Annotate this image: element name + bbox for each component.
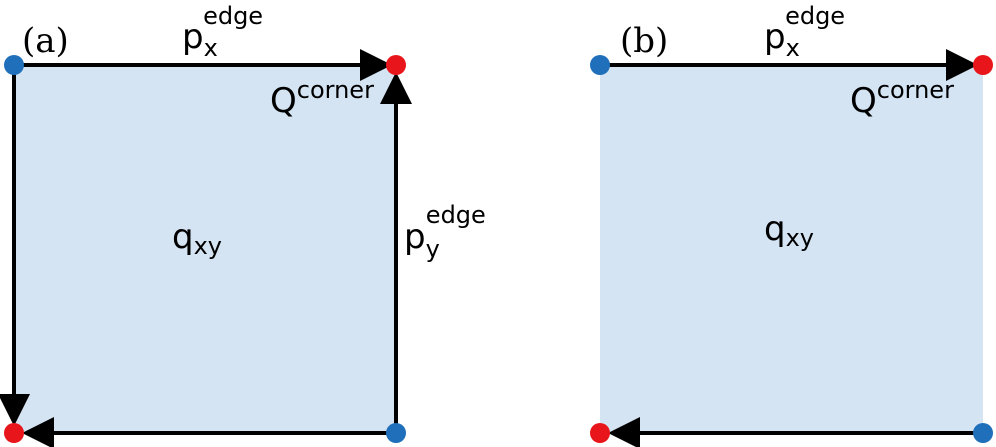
panel-a-label: (a)	[22, 21, 69, 61]
panel-a-bulk-label: qxy	[172, 217, 222, 260]
panel-a-corner-label: Qcorner	[270, 76, 374, 121]
panel-b: (b) pxedge Qcorner qxy	[590, 2, 993, 447]
panel-b-dot-bottom-left	[590, 423, 610, 443]
panel-b-edge-top-label: pxedge	[764, 2, 845, 62]
panel-a-dot-bottom-left	[4, 423, 24, 443]
panel-a-square	[14, 65, 396, 433]
panel-b-bulk-label: qxy	[764, 209, 814, 252]
panel-a-edge-right-label: pyedge	[404, 201, 486, 263]
panel-b-square	[600, 65, 983, 433]
panel-b-label: (b)	[620, 21, 668, 61]
panel-a-dot-top-right	[386, 55, 406, 75]
panel-b-corner-label: Qcorner	[850, 76, 954, 121]
panel-b-dot-top-left	[590, 55, 610, 75]
panel-a-dot-top-left	[4, 55, 24, 75]
panel-a-dot-bottom-right	[386, 423, 406, 443]
panel-b-dot-bottom-right	[973, 423, 993, 443]
panel-a: (a) pxedge Qcorner pyedge qxy	[0, 2, 486, 447]
panel-a-edge-top-label: pxedge	[182, 2, 263, 62]
panel-b-dot-top-right	[973, 55, 993, 75]
